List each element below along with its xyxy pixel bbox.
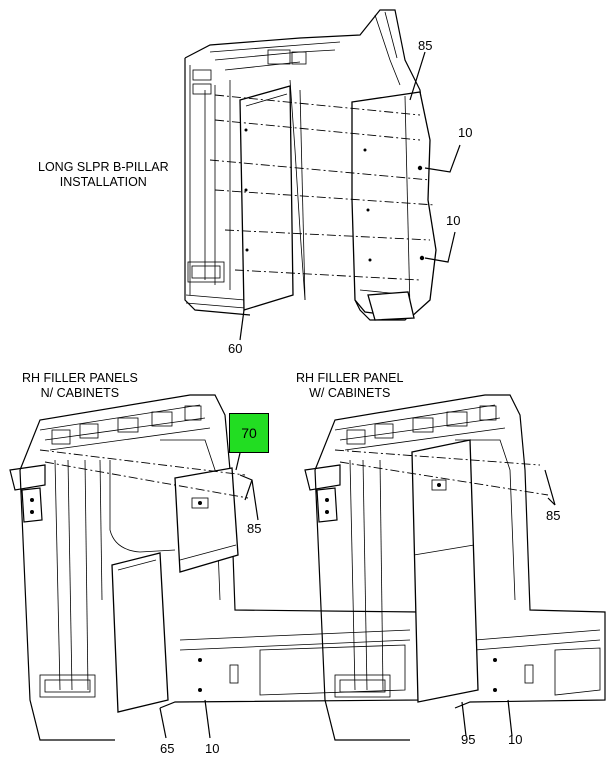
top-view-title: LONG SLPR B-PILLAR INSTALLATION xyxy=(38,160,169,190)
callout-10-right[interactable]: 10 xyxy=(508,732,523,747)
top-assembly-view xyxy=(184,9,461,341)
callout-65[interactable]: 65 xyxy=(160,741,175,756)
callout-95[interactable]: 95 xyxy=(461,732,476,747)
right-assembly-view xyxy=(304,394,606,741)
left-view-title-line1: RH FILLER PANELS xyxy=(22,371,138,385)
left-view-title: RH FILLER PANELS N/ CABINETS xyxy=(22,371,138,401)
right-view-title-line1: RH FILLER PANEL xyxy=(296,371,404,385)
left-view-title-line2: N/ CABINETS xyxy=(40,386,120,400)
callout-85-top[interactable]: 85 xyxy=(418,38,433,53)
callout-85-left[interactable]: 85 xyxy=(247,521,262,536)
right-view-title: RH FILLER PANEL W/ CABINETS xyxy=(296,371,403,401)
callout-60[interactable]: 60 xyxy=(228,341,243,356)
callout-70-label: 70 xyxy=(241,425,257,441)
callout-70-highlighted[interactable]: 70 xyxy=(229,413,269,453)
right-view-title-line2: W/ CABINETS xyxy=(309,386,391,400)
callout-10-left[interactable]: 10 xyxy=(205,741,220,756)
callout-10-top-upper[interactable]: 10 xyxy=(458,125,473,140)
left-assembly-view xyxy=(9,394,421,741)
top-view-title-line1: LONG SLPR B-PILLAR xyxy=(38,160,169,174)
callout-10-top-lower[interactable]: 10 xyxy=(446,213,461,228)
callout-85-right[interactable]: 85 xyxy=(546,508,561,523)
top-view-title-line2: INSTALLATION xyxy=(59,175,147,189)
